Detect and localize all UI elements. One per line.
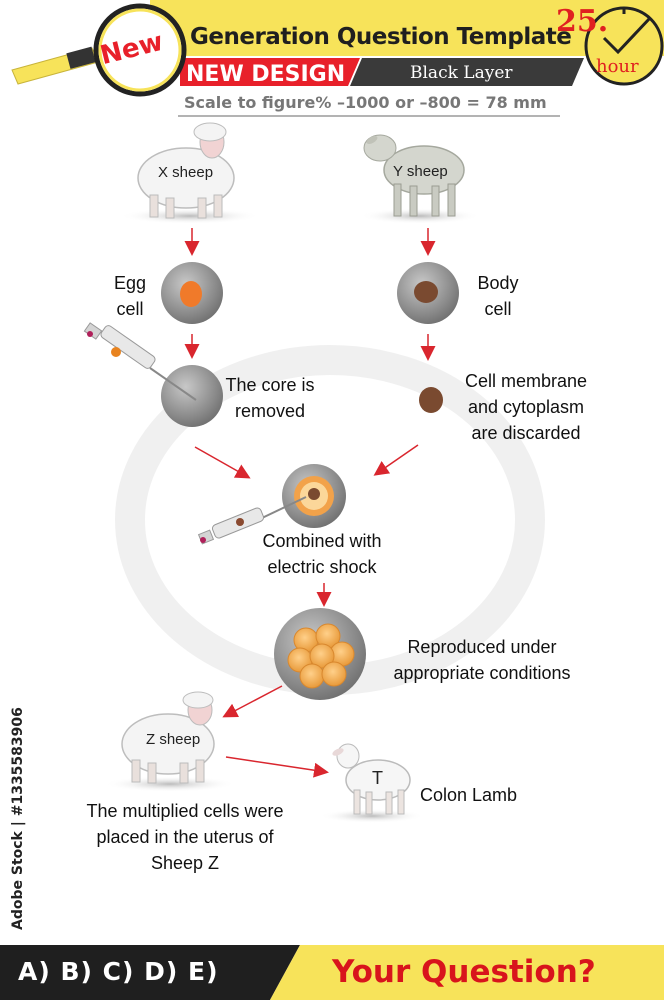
question-bar — [270, 945, 664, 1000]
header: New Generation Question Template NEW DES… — [0, 0, 664, 120]
new-design-bar — [180, 58, 360, 86]
page-title: Generation Question Template — [190, 24, 572, 50]
morula-icon — [274, 608, 366, 700]
body-cell-icon — [397, 262, 459, 324]
black-layer-label: Black Layer — [410, 63, 513, 83]
lamb-letter: T — [372, 768, 383, 788]
cloning-diagram — [83, 122, 545, 823]
arrow-nucleus-to-combined — [373, 444, 419, 476]
nucleus-icon — [419, 387, 443, 413]
answers-bar — [0, 945, 300, 1000]
injection-pipette-icon — [197, 496, 307, 545]
combined-cell-icon — [282, 464, 346, 528]
question-prompt: Your Question? — [332, 954, 596, 990]
clock-unit: hour — [596, 56, 639, 77]
lamb-icon — [320, 743, 424, 823]
new-design-label: NEW DESIGN — [186, 62, 346, 87]
reproduced-label: Reproduced under appropriate conditions — [393, 637, 571, 683]
footer — [0, 945, 664, 1000]
z-sheep-icon — [104, 691, 236, 792]
checkmark-icon — [602, 16, 652, 55]
uterus-label: The multiplied cells were placed in the … — [86, 801, 284, 873]
answer-options: A) B) C) D) E) — [18, 957, 219, 986]
y-sheep-icon — [360, 134, 480, 224]
footer-graphics — [0, 945, 664, 1000]
body-cell-label: Body cell — [477, 273, 519, 319]
egg-cell-icon — [161, 262, 223, 324]
clock-number: 25. — [556, 4, 609, 39]
arrow-z-to-lamb — [225, 756, 329, 778]
scale-note: Scale to figure% –1000 or –800 = 78 mm — [184, 93, 547, 112]
arrow-morula-to-z — [222, 685, 283, 718]
egg-cell-label: Egg cell — [113, 273, 147, 319]
core-removed-label: The core is removed — [225, 375, 315, 421]
header-graphics — [11, 0, 664, 117]
combined-label: Combined with electric shock — [262, 531, 382, 577]
clone-lamb-label: Colon Lamb — [420, 785, 518, 805]
x-sheep-icon — [120, 122, 260, 224]
discarded-label: Cell membrane and cytoplasm are discarde… — [464, 371, 588, 443]
magnifier-icon — [93, 3, 187, 97]
x-sheep-label: X sheep — [158, 164, 214, 181]
black-layer-bar — [350, 58, 584, 86]
pipette-icon — [83, 322, 197, 401]
stock-id-text: Adobe Stock | #1335583906 — [10, 707, 26, 930]
arrow-egg-to-combined — [194, 446, 251, 479]
y-sheep-label: Y sheep — [393, 163, 448, 180]
z-sheep-label: Z sheep — [146, 731, 201, 748]
